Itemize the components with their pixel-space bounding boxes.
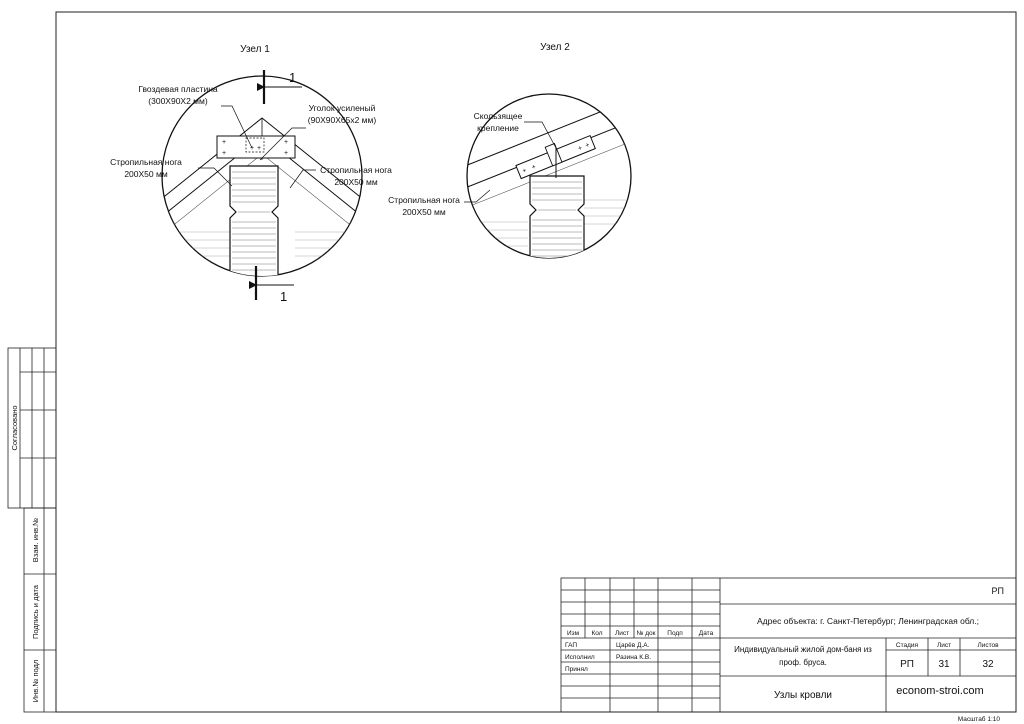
title-block xyxy=(560,577,1017,713)
stamp-agreed: Согласовано xyxy=(10,405,19,450)
svg-text:+: + xyxy=(585,142,591,150)
sliding-fastener-label-1: Скользящее xyxy=(474,111,523,121)
col-kol: Кол xyxy=(591,630,602,637)
drawing-title: Узлы кровли xyxy=(774,690,832,701)
sheets-header: Листов xyxy=(977,642,999,649)
project-line-2: проф. бруса. xyxy=(779,658,827,667)
rafter-left-size: 200X50 мм xyxy=(124,169,168,179)
sheet-frame xyxy=(55,11,1017,713)
svg-text:+: + xyxy=(222,150,226,157)
svg-text:+: + xyxy=(222,139,226,146)
svg-text:+: + xyxy=(577,145,583,153)
corner-size: (90X90X65x2 мм) xyxy=(308,115,377,125)
nail-plate-label: Гвоздевая пластина xyxy=(138,84,218,94)
project-line-1: Индивидуальный жилой дом-баня из xyxy=(734,645,872,654)
node-1-title: Узел 1 xyxy=(240,44,270,55)
node-2-detail: Узел 2 xyxy=(388,42,632,259)
stamp-replaced-inv: Взам. инв.№ xyxy=(31,518,40,562)
sheet-value: 31 xyxy=(938,659,950,670)
site-name: econom-stroi.com xyxy=(896,685,983,697)
corner-bracket xyxy=(245,137,265,153)
col-izm: Изм xyxy=(567,630,580,637)
node-2-rafter-label: Стропильная нога xyxy=(388,195,460,205)
sheet-header: Лист xyxy=(937,642,951,649)
stage-header: Стадия xyxy=(896,642,919,649)
object-address: Адрес объекта: г. Санкт-Петербург; Ленин… xyxy=(757,616,979,626)
stamp-sign-date: Подпись и дата xyxy=(31,584,40,639)
svg-text:+: + xyxy=(250,145,254,152)
rafter-right-size: 200X50 мм xyxy=(334,177,378,187)
role-gap: ГАП xyxy=(565,642,577,649)
col-sign: Подп xyxy=(667,630,683,637)
nail-plate xyxy=(216,135,296,159)
svg-text:+: + xyxy=(257,145,261,152)
role-accepted: Принял xyxy=(565,666,588,673)
stage-value: РП xyxy=(900,659,914,670)
svg-text:+: + xyxy=(284,150,288,157)
nail-plate-size: (300X90X2 мм) xyxy=(148,96,208,106)
section-mark-bottom: 1 xyxy=(280,289,287,304)
role-executor: Исполнил xyxy=(565,654,595,661)
svg-text:+: + xyxy=(531,163,537,171)
side-stamp xyxy=(7,347,57,713)
rafter-left-label: Стропильная нога xyxy=(110,157,182,167)
name-gap: Царёв Д.А. xyxy=(616,642,650,649)
doc-code: РП xyxy=(992,586,1004,596)
rafter-right-label: Стропильная нога xyxy=(320,165,392,175)
col-doc: № док xyxy=(636,630,655,637)
sliding-fastener-label-2: крепление xyxy=(477,123,519,133)
node-1-detail: Узел 1 xyxy=(110,44,392,304)
node-2-rafter-size: 200X50 мм xyxy=(402,207,446,217)
sheets-value: 32 xyxy=(982,659,994,670)
svg-text:+: + xyxy=(521,167,527,175)
node-2-title: Узел 2 xyxy=(540,42,570,53)
section-mark-top: 1 xyxy=(289,70,296,85)
scale-label: Масштаб 1:10 xyxy=(958,715,1001,723)
sliding-fastener: ++ ++ xyxy=(515,134,596,180)
corner-label: Уголок усиленый xyxy=(309,103,376,113)
col-list: Лист xyxy=(615,630,629,637)
col-date: Дата xyxy=(699,630,714,637)
name-executor: Разина К.В. xyxy=(616,654,651,661)
stamp-inv-orig: Инв.№ подл xyxy=(31,660,40,703)
svg-text:+: + xyxy=(284,139,288,146)
